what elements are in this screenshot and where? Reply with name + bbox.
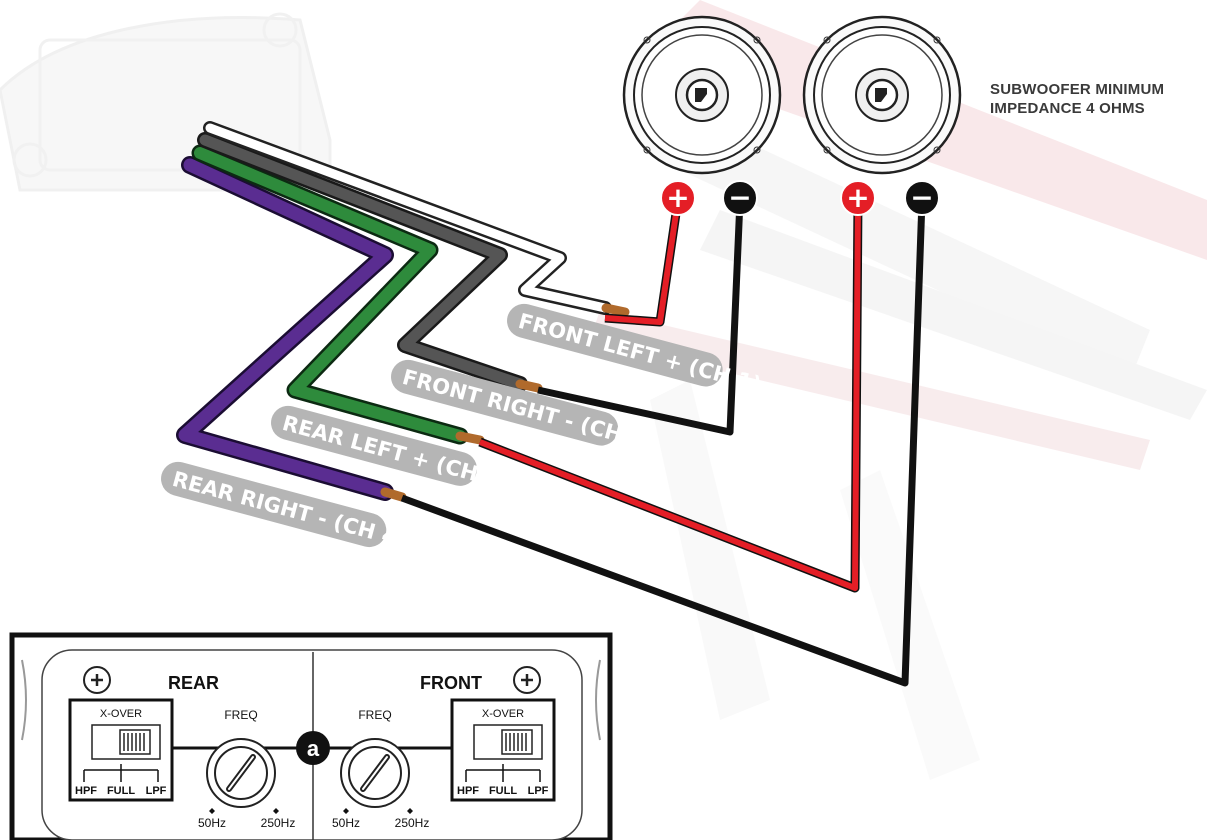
wire-black-ch4 [400,199,926,687]
callout-marker: a [296,731,330,765]
impedance-note: SUBWOOFER MINIMUM IMPEDANCE 4 OHMS [990,80,1164,118]
screw-icon [83,666,111,694]
impedance-note-line2: IMPEDANCE 4 OHMS [990,100,1145,117]
speaker-left [622,15,782,175]
svg-text:FULL: FULL [107,785,135,797]
svg-text:−: − [728,181,751,214]
svg-text:50Hz: 50Hz [332,816,360,830]
svg-text:250Hz: 250Hz [395,816,430,830]
copper-wire-tips [380,303,630,502]
svg-text:X-OVER: X-OVER [482,708,524,720]
terminal-positive-left: + [660,180,696,216]
svg-text:HPF: HPF [75,785,97,797]
svg-text:+: + [846,181,869,214]
brand-logo-icon [875,88,887,102]
wire-bundle [176,121,630,502]
svg-text:−: − [910,181,933,214]
rear-title: REAR [168,673,219,693]
svg-text:FREQ: FREQ [358,708,391,722]
terminal-negative-left: − [722,180,758,216]
rear-freq-knob[interactable]: FREQ 50Hz 250Hz [198,708,295,830]
svg-text:LPF: LPF [528,785,549,797]
front-title: FRONT [420,673,482,693]
control-panel: REAR FRONT X-OVER HPF FULL LPF X-OVER HP… [9,632,613,840]
speaker-right [802,15,962,175]
rear-xover-switch[interactable]: X-OVER HPF FULL LPF [68,698,174,802]
impedance-note-line1: SUBWOOFER MINIMUM [990,81,1165,98]
svg-text:HPF: HPF [457,785,479,797]
svg-text:LPF: LPF [146,785,167,797]
brand-logo-icon [695,88,707,102]
screw-icon [513,666,541,694]
svg-text:250Hz: 250Hz [261,816,296,830]
svg-text:X-OVER: X-OVER [100,708,142,720]
wire-black-ch2 [537,199,744,436]
channel-label-4: REAR RIGHT - (CH 4) [161,461,409,552]
front-xover-switch[interactable]: X-OVER HPF FULL LPF [450,698,556,802]
svg-text:a: a [307,736,320,761]
front-freq-knob[interactable]: FREQ 50Hz 250Hz [332,708,429,830]
svg-text:FREQ: FREQ [224,708,257,722]
speaker-wires [400,199,926,687]
terminal-negative-right: − [904,180,940,216]
svg-text:+: + [666,181,689,214]
terminal-positive-right: + [840,180,876,216]
svg-text:50Hz: 50Hz [198,816,226,830]
svg-text:FULL: FULL [489,785,517,797]
